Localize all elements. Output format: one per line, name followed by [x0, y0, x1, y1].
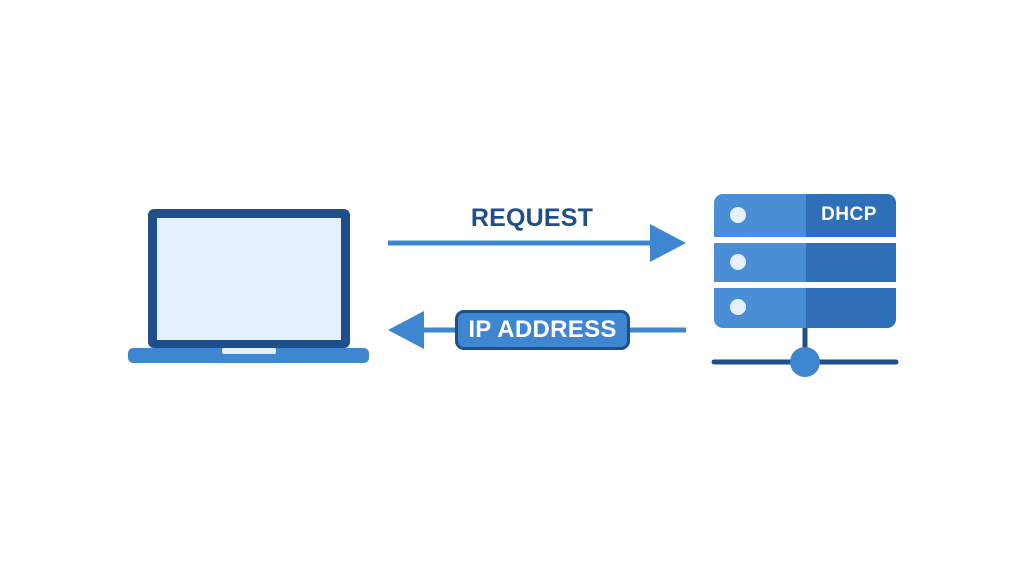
response-arrow-head	[388, 311, 424, 349]
network-node	[790, 347, 820, 377]
dhcp-server-label: DHCP	[821, 204, 877, 225]
server-divider-1	[714, 237, 896, 243]
network-connector-icon	[711, 328, 899, 377]
laptop-base	[128, 348, 369, 363]
server-led-1	[730, 207, 746, 223]
server-led-3	[730, 299, 746, 315]
request-label: REQUEST	[470, 204, 594, 232]
server-rack-icon	[714, 194, 896, 328]
server-led-2	[730, 254, 746, 270]
ip-address-label: IP ADDRESS	[455, 310, 630, 350]
laptop-icon	[128, 209, 369, 363]
request-arrow	[388, 224, 686, 262]
server-side-panel	[806, 194, 896, 328]
request-arrow-head	[650, 224, 686, 262]
response-arrow	[388, 311, 686, 349]
server-divider-2	[714, 282, 896, 288]
laptop-screen	[157, 218, 341, 340]
laptop-trackpad-notch	[222, 348, 276, 354]
